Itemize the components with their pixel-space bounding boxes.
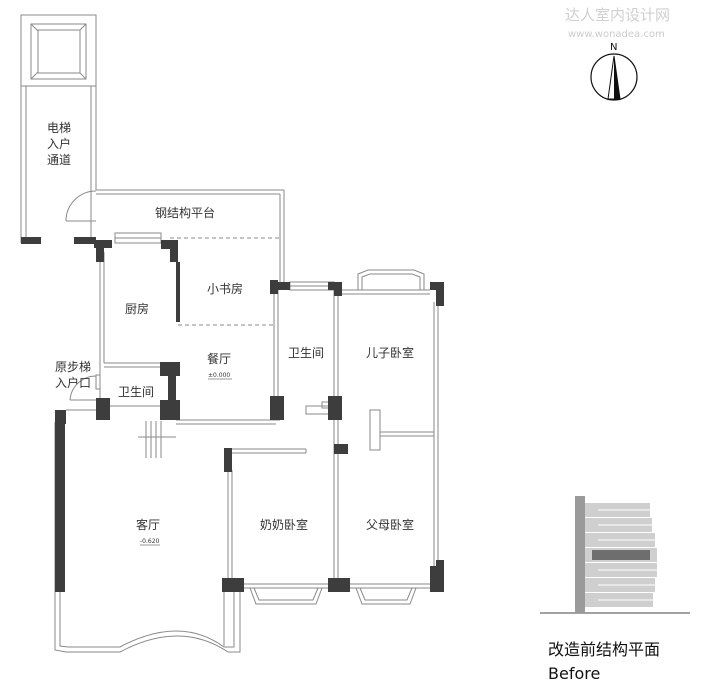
caption-subtitle: Before xyxy=(548,664,601,683)
watermark-name: 达人室内设计网 xyxy=(565,6,670,24)
label-child-bedroom: 儿子卧室 xyxy=(366,345,414,360)
walls xyxy=(21,237,444,592)
label-bathroom-small: 卫生间 xyxy=(118,385,154,399)
label-study: 小书房 xyxy=(207,281,243,296)
label-elevator-line3: 通道 xyxy=(47,153,71,167)
label-elevator-line2: 入户 xyxy=(47,136,71,151)
label-kitchen: 厨房 xyxy=(125,301,149,316)
label-elevator-line1: 电梯 xyxy=(47,121,71,135)
label-bathroom-center: 卫生间 xyxy=(288,346,324,360)
plan-lines xyxy=(20,14,439,653)
north-arrow-icon xyxy=(614,56,620,99)
label-living-level: -0.620 xyxy=(140,538,160,545)
room-labels: 电梯 入户 通道 钢结构平台 厨房 小书房 餐厅 ±0.000 卫生间 卫生间 … xyxy=(47,121,414,546)
label-steel-platform: 钢结构平台 xyxy=(155,205,215,220)
label-grandma-bedroom: 奶奶卧室 xyxy=(260,517,308,532)
watermark-url: www.wonadea.com xyxy=(568,29,665,40)
compass-label: N xyxy=(610,42,617,53)
label-stair-line1: 原步梯 xyxy=(55,360,91,374)
label-dining: 餐厅 xyxy=(207,351,231,366)
north-compass: N xyxy=(590,42,638,101)
building-section-icon xyxy=(540,496,690,614)
label-living: 客厅 xyxy=(136,517,160,532)
label-stair-line2: 入户口 xyxy=(55,375,91,390)
caption-title: 改造前结构平面 xyxy=(548,640,661,659)
label-dining-level: ±0.000 xyxy=(208,372,230,379)
label-parents-bedroom: 父母卧室 xyxy=(366,517,414,532)
